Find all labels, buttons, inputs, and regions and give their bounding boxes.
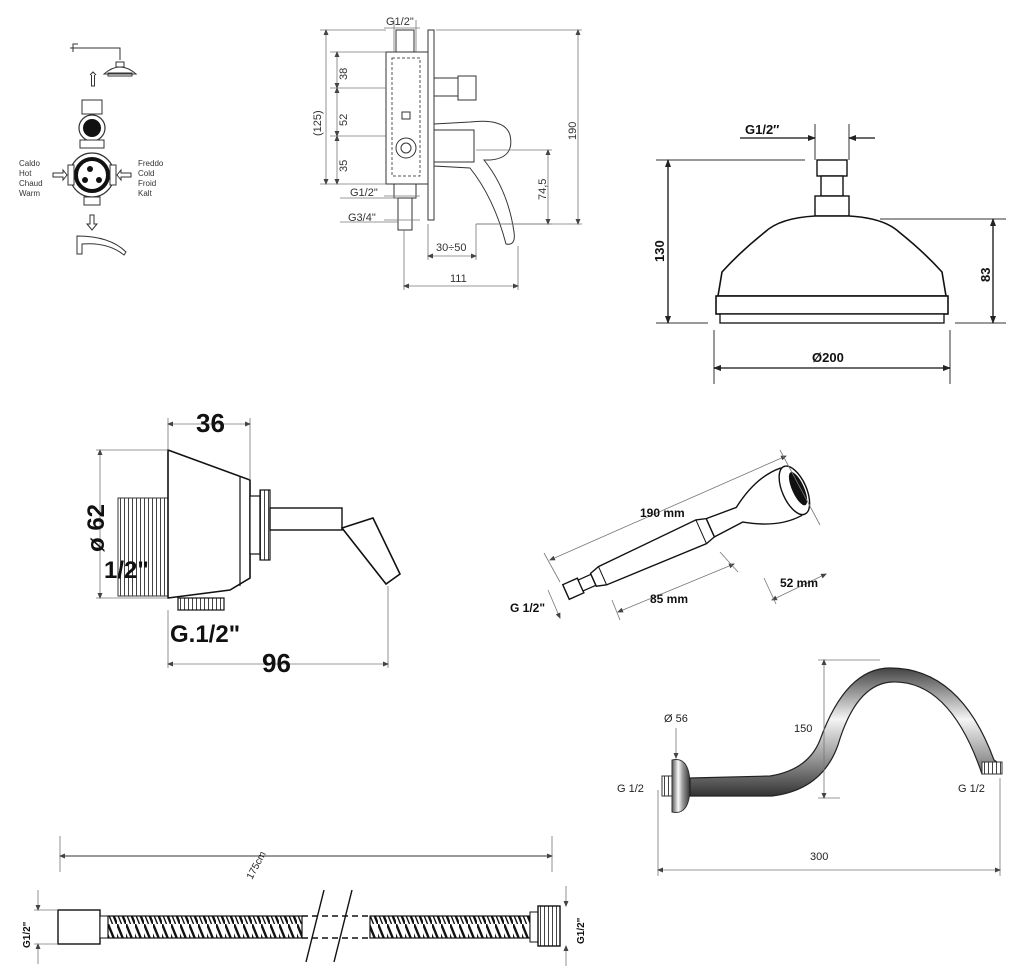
hot-label-3: Warm <box>19 189 40 198</box>
mixer-mid-thread-label: G1/2" <box>350 187 378 199</box>
hot-labels: Caldo Hot Chaud Warm <box>19 159 43 198</box>
shower-head-diameter-label: Ø200 <box>812 350 844 365</box>
mixer-dim-52: 52 <box>338 114 350 126</box>
mixer-dim-35: 35 <box>338 160 350 172</box>
shower-head-height-label: 130 <box>652 240 667 262</box>
down-arrow-icon <box>85 214 99 231</box>
arm-flange-label: Ø 56 <box>664 713 688 725</box>
inlet-thread <box>117 497 169 597</box>
cold-inlet-arrow-icon <box>116 168 132 182</box>
lever-handle <box>433 120 515 245</box>
cold-label-2: Froid <box>138 179 156 188</box>
hand-shower-thread-label: G 1/2" <box>510 601 545 615</box>
arm-length-label: 300 <box>810 851 828 863</box>
hose-left-nut <box>57 909 101 945</box>
hose-right-thread-label: G1/2" <box>576 917 587 944</box>
diverter-knob <box>457 75 477 101</box>
s-curve-arm <box>689 667 1001 797</box>
mixer-dim-38: 38 <box>338 68 350 80</box>
valve-flow-diagram: Caldo Hot Chaud Warm Freddo Cold Froid K… <box>19 43 164 256</box>
hose-drawing: 175cm G1/2" G1/2" <box>22 836 587 966</box>
hose-right-nut <box>537 905 561 947</box>
arm-left-thread-label: G 1/2 <box>617 783 644 795</box>
hand-shower-grip <box>589 517 716 587</box>
valve-body-icon <box>67 99 117 206</box>
mixer-dim-190: 190 <box>567 122 579 140</box>
mixer-dim-125: (125) <box>312 110 324 136</box>
mixer-dim-111: 111 <box>450 273 467 285</box>
outlet-diameter-label: ø 62 <box>83 504 110 552</box>
outlet-inlet-thread-label: 1/2" <box>104 557 149 584</box>
outlet-body <box>167 448 251 599</box>
mixer-dim-30-50: 30÷50 <box>436 242 467 254</box>
wall-outlet-drawing: 36 ø 62 1/2" G.1/2" 96 <box>83 408 402 678</box>
hot-inlet-arrow-icon <box>52 168 68 182</box>
shower-dome <box>717 215 947 297</box>
outlet-outlet-thread-label: G.1/2" <box>170 621 240 648</box>
wall-flange <box>671 759 691 813</box>
shower-arm-drawing: Ø 56 G 1/2 G 1/2 150 300 <box>617 659 1003 876</box>
cold-labels: Freddo Cold Froid Kalt <box>138 159 164 198</box>
cold-label-3: Kalt <box>138 189 153 198</box>
wall-plate <box>427 29 435 221</box>
hot-label-0: Caldo <box>19 159 40 168</box>
outlet-depth-label: 36 <box>196 408 225 438</box>
mixer-low-thread-label: G3/4" <box>348 212 376 224</box>
mixer-top-thread-label: G1/2" <box>386 16 414 28</box>
arm-right-thread-label: G 1/2 <box>958 783 985 795</box>
shower-head-dome-height-label: 83 <box>978 268 993 282</box>
cold-label-1: Cold <box>138 169 154 178</box>
hand-shower-drawing: 190 mm 85 mm 52 mm G 1/2" <box>510 449 827 621</box>
hot-label-2: Chaud <box>19 179 43 188</box>
hose-braid-right <box>369 915 531 939</box>
outlet-length-label: 96 <box>262 648 291 678</box>
hand-shower-length-label: 190 mm <box>640 506 685 520</box>
up-arrow-icon <box>89 71 97 87</box>
hose-length-label: 175cm <box>245 850 269 882</box>
shower-head-drawing: G1/2″ 130 83 Ø200 <box>652 122 1006 384</box>
hose-left-thread-label: G1/2" <box>22 921 33 948</box>
hose-braid-left <box>107 915 303 939</box>
shower-outlet-icon <box>70 43 138 77</box>
shower-head-thread-label: G1/2″ <box>745 122 779 137</box>
outlet-holder <box>340 517 402 586</box>
mixer-dim-74-5: 74,5 <box>537 179 549 200</box>
cold-label-0: Freddo <box>138 159 164 168</box>
hand-shower-grip-label: 85 mm <box>650 592 688 606</box>
arm-height-label: 150 <box>794 723 812 735</box>
spout-icon <box>76 235 127 256</box>
hot-label-1: Hot <box>19 169 32 178</box>
hand-shower-head-label: 52 mm <box>780 576 818 590</box>
mixer-side-view: G1/2" 38 52 35 (125) 190 74,5 G1/2" G3/4… <box>312 16 582 290</box>
